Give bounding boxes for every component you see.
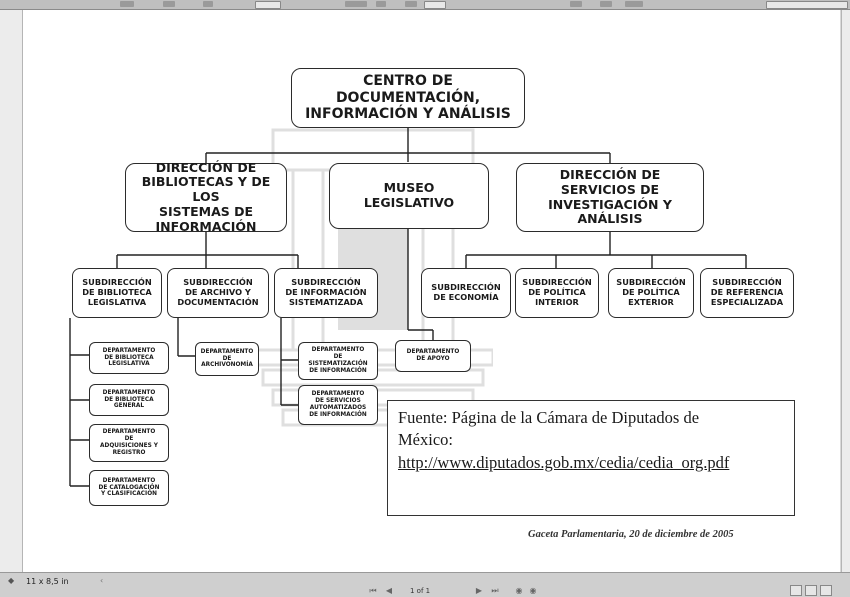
vertical-scrollbar[interactable] — [841, 10, 850, 572]
collapse-arrow-icon[interactable]: ◆ — [8, 576, 15, 585]
box-departamento-archivonomia: DEPARTAMENTO DE ARCHIVONOMÍA — [195, 342, 259, 376]
box-subdireccion-politica-exterior: SUBDIRECCIÓN DE POLÍTICA EXTERIOR — [608, 268, 694, 318]
source-text-line2: México: — [398, 430, 453, 450]
search-field[interactable] — [766, 1, 848, 9]
box-departamento-servicios-automatizados: DEPARTAMENTO DE SERVICIOS AUTOMATIZADOS … — [298, 385, 378, 425]
zoom-field[interactable] — [424, 1, 446, 9]
source-text-line1: Fuente: Página de la Cámara de Diputados… — [398, 408, 700, 427]
root-box-centro-documentacion: CENTRO DE DOCUMENTACIÓN, INFORMACIÓN Y A… — [291, 68, 525, 128]
viewer-toolbar — [0, 0, 850, 10]
box-departamento-adquisiciones: DEPARTAMENTO DE ADQUISICIONES Y REGISTRO — [89, 424, 169, 462]
toolbar-button[interactable] — [570, 1, 582, 7]
box-departamento-biblioteca-general: DEPARTAMENTO DE BIBLIOTECA GENERAL — [89, 384, 169, 416]
source-note: Fuente: Página de la Cámara de Diputados… — [387, 400, 795, 516]
toolbar-button[interactable] — [163, 1, 175, 7]
toolbar-button[interactable] — [600, 1, 612, 7]
toolbar-button[interactable] — [376, 1, 386, 7]
toolbar-button[interactable] — [203, 1, 213, 7]
scroll-left-icon[interactable]: ‹ — [100, 576, 104, 585]
toolbar-button[interactable] — [625, 1, 643, 7]
org-chart-connectors — [69, 128, 747, 487]
toolbar-button[interactable] — [345, 1, 367, 7]
toolbar-button[interactable] — [405, 1, 417, 7]
page-indicator: 1 of 1 — [410, 587, 431, 595]
box-subdireccion-politica-interior: SUBDIRECCIÓN DE POLÍTICA INTERIOR — [515, 268, 599, 318]
box-direccion-servicios: DIRECCIÓN DE SERVICIOS DE INVESTIGACIÓN … — [516, 163, 704, 232]
box-subdireccion-archivo: SUBDIRECCIÓN DE ARCHIVO Y DOCUMENTACIÓN — [167, 268, 269, 318]
box-subdireccion-biblioteca: SUBDIRECCIÓN DE BIBLIOTECA LEGISLATIVA — [72, 268, 162, 318]
previous-page-icon[interactable]: ◀ — [385, 586, 393, 595]
box-departamento-apoyo: DEPARTAMENTO DE APOYO — [395, 340, 471, 372]
continuous-view-icon[interactable] — [805, 585, 817, 596]
left-panel — [0, 10, 23, 572]
box-departamento-catalogacion: DEPARTAMENTO DE CATALOGACIÓN Y CLASIFICA… — [89, 470, 169, 506]
toolbar-button[interactable] — [120, 1, 134, 7]
viewer-status-bar: ◆ 11 x 8,5 in ‹ ⏮ ◀ 1 of 1 ▶ ⏭ ◉ ◉ — [0, 572, 850, 597]
box-departamento-sistematizacion: DEPARTAMENTO DE SISTEMATIZACIÓN DE INFOR… — [298, 342, 378, 380]
box-subdireccion-economia: SUBDIRECCIÓN DE ECONOMÍA — [421, 268, 511, 318]
facing-view-icon[interactable] — [820, 585, 832, 596]
next-page-icon[interactable]: ▶ — [475, 586, 483, 595]
page-size-label: 11 x 8,5 in — [26, 577, 69, 586]
page-number-field[interactable] — [255, 1, 281, 9]
box-museo-legislativo: MUSEO LEGISLATIVO — [329, 163, 489, 229]
first-page-icon[interactable]: ⏮ — [369, 586, 377, 595]
document-page: CENTRO DE DOCUMENTACIÓN, INFORMACIÓN Y A… — [23, 10, 840, 572]
back-view-icon[interactable]: ◉ — [515, 586, 523, 595]
footer-citation: Gaceta Parlamentaria, 20 de diciembre de… — [528, 529, 734, 540]
forward-view-icon[interactable]: ◉ — [529, 586, 537, 595]
box-departamento-biblioteca-legislativa: DEPARTAMENTO DE BIBLIOTECA LEGISLATIVA — [89, 342, 169, 374]
source-url-link[interactable]: http://www.diputados.gob.mx/cedia/cedia_… — [398, 452, 730, 472]
single-page-view-icon[interactable] — [790, 585, 802, 596]
box-direccion-bibliotecas: DIRECCIÓN DE BIBLIOTECAS Y DE LOS SISTEM… — [125, 160, 287, 234]
last-page-icon[interactable]: ⏭ — [491, 586, 499, 595]
box-subdireccion-referencia: SUBDIRECCIÓN DE REFERENCIA ESPECIALIZADA — [700, 268, 794, 318]
box-subdireccion-informacion: SUBDIRECCIÓN DE INFORMACIÓN SISTEMATIZAD… — [274, 268, 378, 318]
